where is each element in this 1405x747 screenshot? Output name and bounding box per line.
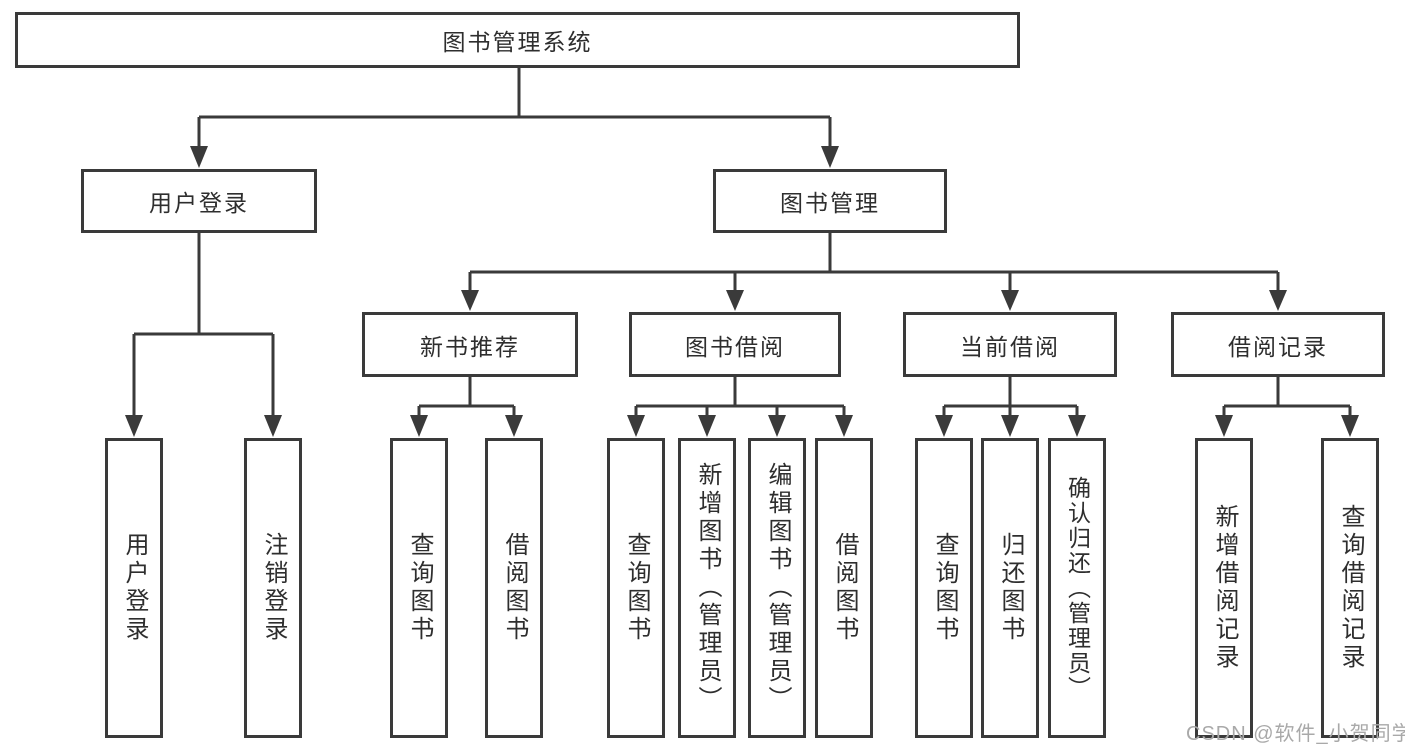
leaf-user-login: 用户登录 (105, 438, 163, 738)
node-label: 新增借阅记录 (1211, 504, 1238, 672)
node-new-book-recommendation: 新书推荐 (362, 312, 578, 377)
node-label: 查询借阅记录 (1337, 504, 1364, 672)
node-current-borrowing: 当前借阅 (903, 312, 1117, 377)
node-label: 归还图书 (997, 532, 1024, 644)
leaf-add-borrow-record: 新增借阅记录 (1195, 438, 1253, 738)
node-label: 借阅图书 (831, 532, 858, 644)
node-label: 编辑图书（管理员） (764, 462, 791, 714)
node-label: 确认归还（管理员） (1064, 475, 1091, 701)
node-label: 新书推荐 (420, 333, 520, 360)
node-label: 注销登录 (260, 532, 287, 644)
node-book-borrowing: 图书借阅 (629, 312, 841, 377)
csdn-watermark: CSDN @软件_小贺同学 (1186, 723, 1405, 745)
node-label: 借阅图书 (501, 532, 528, 644)
leaf-query-books-borrowing: 查询图书 (607, 438, 665, 738)
leaf-logout: 注销登录 (244, 438, 302, 738)
leaf-query-books-current: 查询图书 (915, 438, 973, 738)
node-label: 当前借阅 (960, 333, 1060, 360)
leaf-add-book-admin: 新增图书（管理员） (678, 438, 736, 738)
node-label: 查询图书 (406, 532, 433, 644)
leaf-return-books: 归还图书 (981, 438, 1039, 738)
node-label: 用户登录 (149, 190, 249, 216)
leaf-query-borrow-record: 查询借阅记录 (1321, 438, 1379, 738)
node-user-login-group: 用户登录 (81, 169, 317, 233)
node-label: 用户登录 (121, 532, 148, 644)
node-borrowing-records: 借阅记录 (1171, 312, 1385, 377)
leaf-confirm-return-admin: 确认归还（管理员） (1048, 438, 1106, 738)
leaf-borrow-books: 借阅图书 (815, 438, 873, 738)
node-label: 图书借阅 (685, 333, 785, 360)
node-label: 借阅记录 (1228, 333, 1328, 360)
node-label: 查询图书 (931, 532, 958, 644)
node-label: 图书管理系统 (442, 29, 593, 55)
node-book-management-group: 图书管理 (713, 169, 947, 233)
leaf-borrow-books-recommend: 借阅图书 (485, 438, 543, 738)
leaf-query-books-recommend: 查询图书 (390, 438, 448, 738)
node-label: 新增图书（管理员） (694, 462, 721, 714)
leaf-edit-book-admin: 编辑图书（管理员） (748, 438, 806, 738)
node-label: 图书管理 (780, 190, 880, 216)
node-root-library-management-system: 图书管理系统 (15, 12, 1020, 68)
node-label: 查询图书 (623, 532, 650, 644)
